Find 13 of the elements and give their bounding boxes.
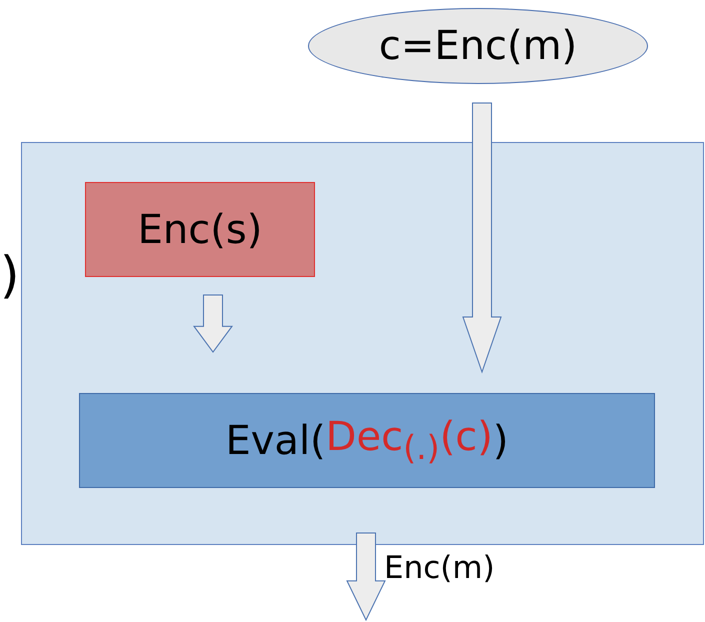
block-arrow xyxy=(193,294,233,353)
node-text: Enc(s) xyxy=(138,206,262,252)
bracket-text: ) xyxy=(0,250,20,300)
panel xyxy=(21,142,704,545)
block-arrow xyxy=(462,102,502,374)
node-text: c=Enc(m) xyxy=(378,23,578,69)
node-text: ) xyxy=(492,418,508,464)
node-text: Eval( xyxy=(225,418,326,464)
node-text: Dec$_{(.)}$(c) xyxy=(326,414,493,467)
edge-label: Enc(m) xyxy=(384,550,495,586)
process-box xyxy=(85,182,315,277)
block-arrow xyxy=(346,532,386,622)
process-box xyxy=(79,393,655,488)
